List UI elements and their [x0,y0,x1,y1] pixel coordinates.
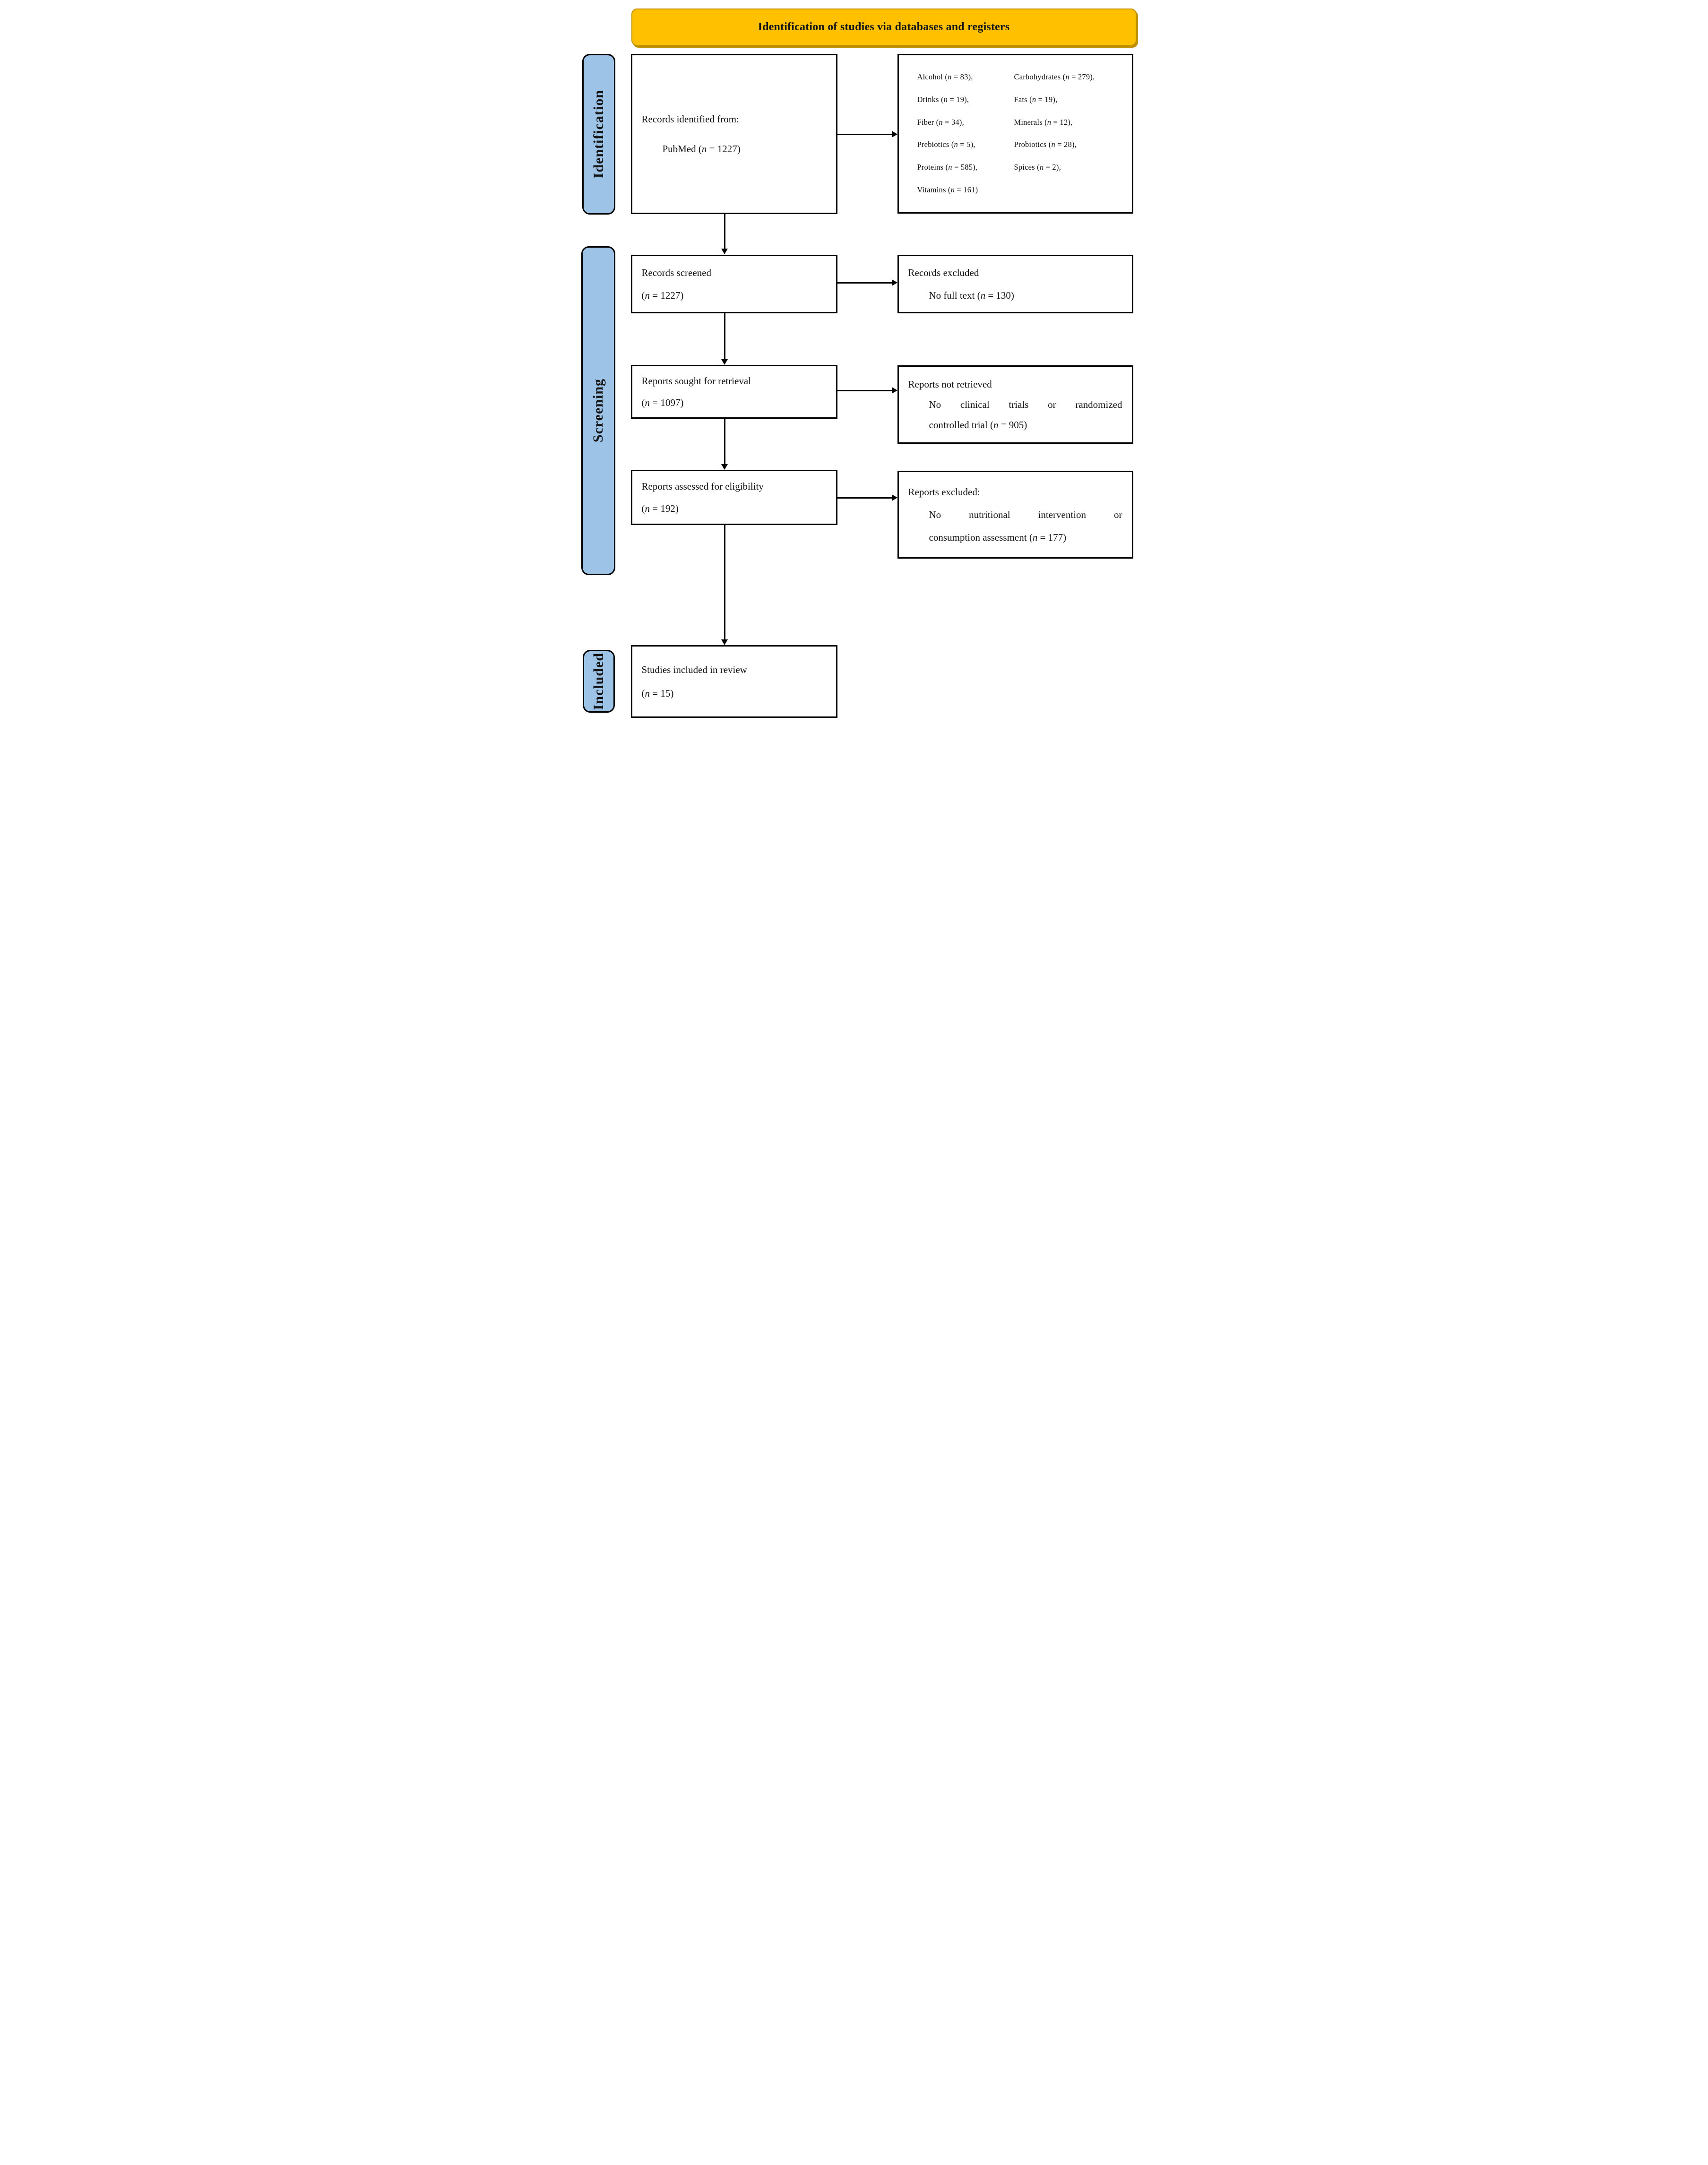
arrow-identified-to-screened [721,214,728,254]
flow-title-banner: Identification of studies via databases … [631,9,1137,46]
box-reports-sought: Reports sought for retrieval (n = 1097) [630,365,837,419]
reports-excluded-line1: Reports excluded: [908,486,980,498]
category-item: Vitamins (n = 161) [917,185,978,194]
category-item: Carbohydrates (n = 279), [1014,72,1095,81]
category-item: Drinks (n = 19), [917,95,969,104]
category-item: Fiber (n = 34), [917,117,964,127]
stage-label-screening: Screening [590,379,606,443]
category-item: Fats (n = 19), [1014,95,1058,104]
studies-included-line1: Studies included in review [641,664,747,675]
reports-assessed-line1: Reports assessed for eligibility [641,481,764,492]
flow-title: Identification of studies via databases … [758,21,1010,33]
database-categories-column-1: Alcohol (n = 83), Drinks (n = 19), Fiber… [917,72,1014,212]
box-reports-excluded: Reports excluded: No nutritional interve… [897,471,1133,559]
records-excluded-line1: Records excluded [908,267,979,278]
category-item: Prebiotics (n = 5), [917,140,975,149]
reports-assessed-line2: (n = 192) [641,502,679,514]
stage-tab-included: Included [582,650,615,713]
records-screened-line1: Records screened [641,267,712,278]
box-records-screened: Records screened (n = 1227) [630,255,837,313]
arrow-screened-to-sought [721,313,728,365]
box-reports-assessed: Reports assessed for eligibility (n = 19… [630,470,837,525]
stage-tab-screening: Screening [581,246,615,575]
arrow-sought-to-not-retrieved [837,387,897,394]
arrow-assessed-to-included [721,525,728,645]
category-item: Probiotics (n = 28), [1014,140,1077,149]
category-item: Minerals (n = 12), [1014,117,1073,127]
reports-not-retrieved-line2: No clinical trials or randomized [929,398,1122,410]
arrow-identified-to-categories [837,131,897,138]
box-studies-included: Studies included in review (n = 15) [630,645,837,718]
reports-not-retrieved-line3: controlled trial (n = 905) [929,419,1027,431]
records-excluded-line2: No full text (n = 130) [929,290,1014,301]
records-identified-line2: PubMed (n = 1227) [662,143,741,155]
reports-excluded-line2: No nutritional intervention or [929,509,1122,520]
reports-sought-line1: Reports sought for retrieval [641,375,751,387]
arrow-assessed-to-excluded [837,494,897,501]
records-screened-line2: (n = 1227) [641,290,684,301]
box-database-categories: Alcohol (n = 83), Drinks (n = 19), Fiber… [897,54,1133,214]
box-records-excluded: Records excluded No full text (n = 130) [897,255,1133,313]
arrow-screened-to-excluded [837,279,897,286]
reports-excluded-line3: consumption assessment (n = 177) [929,532,1067,543]
reports-sought-line2: (n = 1097) [641,397,684,408]
database-categories-column-2: Carbohydrates (n = 279), Fats (n = 19), … [1014,72,1128,212]
studies-included-line2: (n = 15) [641,688,674,699]
box-records-identified: Records identified from: PubMed (n = 122… [630,54,837,214]
stage-tab-identification: Identification [582,54,615,215]
stage-label-included: Included [590,652,606,710]
box-reports-not-retrieved: Reports not retrieved No clinical trials… [897,365,1133,444]
prisma-flow-diagram: Identification of studies via databases … [569,0,1139,722]
category-item: Proteins (n = 585), [917,163,978,172]
arrow-sought-to-assessed [721,419,728,470]
reports-not-retrieved-line1: Reports not retrieved [908,378,992,390]
category-item: Alcohol (n = 83), [917,72,973,81]
records-identified-line1: Records identified from: [641,113,739,125]
stage-label-identification: Identification [590,90,606,179]
category-item: Spices (n = 2), [1014,163,1061,172]
